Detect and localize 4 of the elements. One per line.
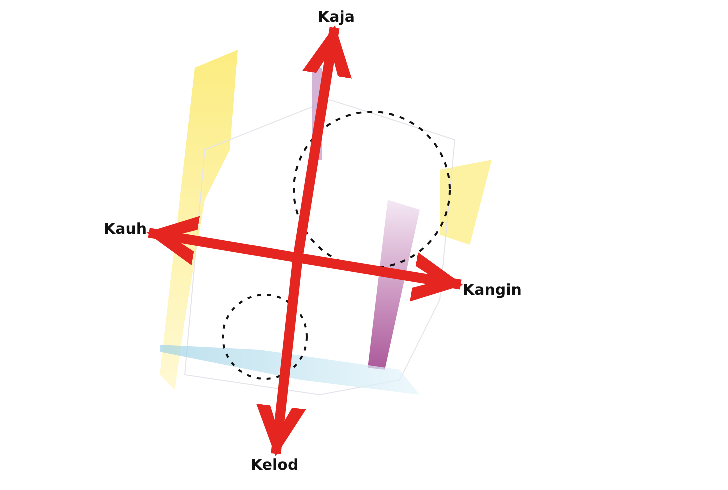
direction-label: Kauh xyxy=(104,220,148,238)
direction-label: Kangin xyxy=(463,281,522,299)
direction-label: Kaja xyxy=(318,8,356,26)
direction-label: Kelod xyxy=(251,456,299,474)
